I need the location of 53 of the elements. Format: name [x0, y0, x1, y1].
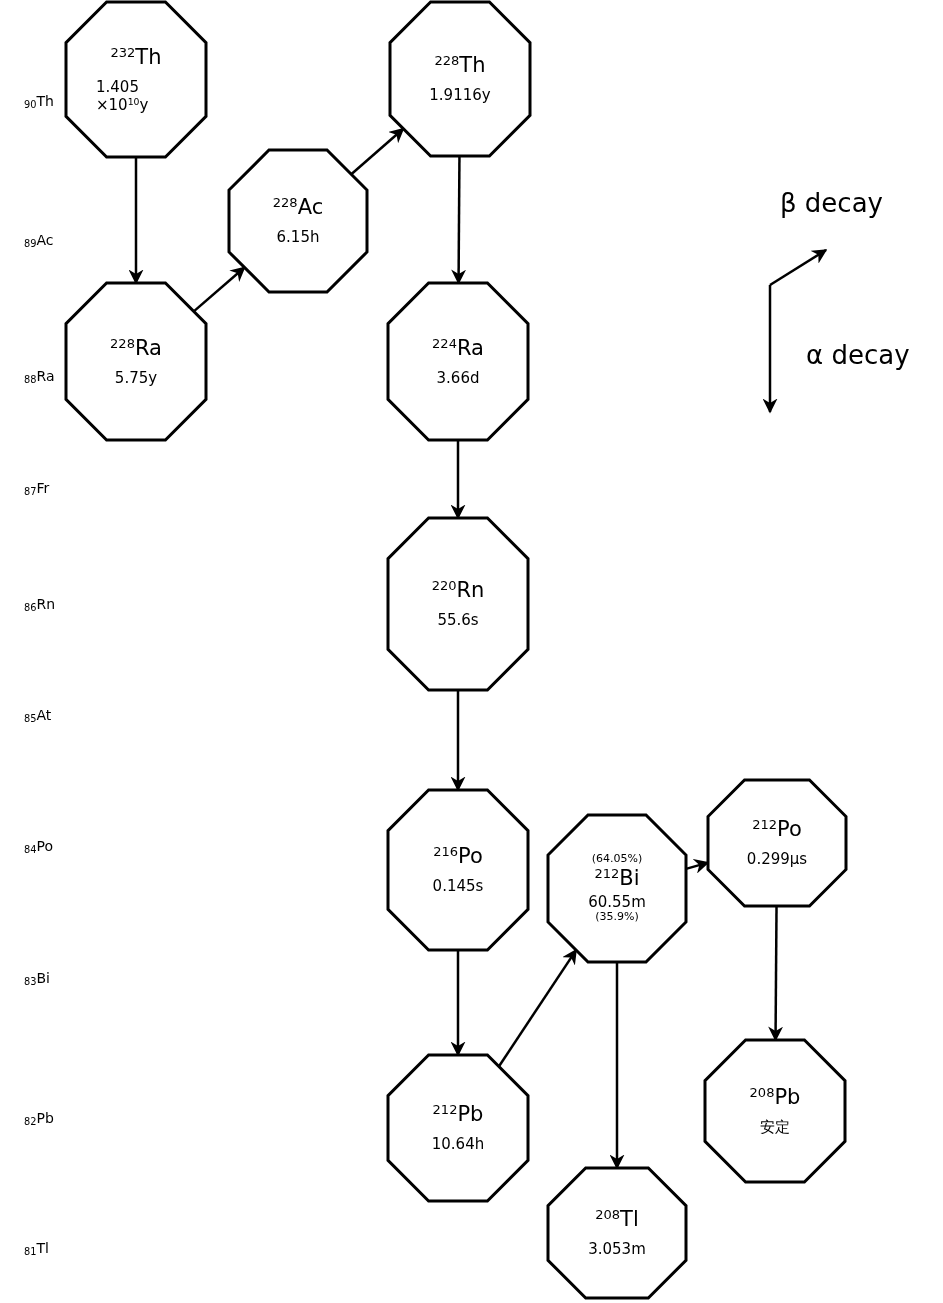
- element-row-label: $_{82}$Pb: [24, 1110, 54, 1126]
- decay-arrow: [497, 948, 578, 1068]
- half-life-label: 安定: [760, 1119, 790, 1137]
- nuclide-octagon: [388, 518, 528, 690]
- element-row-label: $_{86}$Rn: [24, 596, 56, 612]
- half-life-label: 55.6s: [437, 612, 479, 630]
- half-life-label: 0.145s: [432, 878, 484, 896]
- nuclide-label: $^{208}$Pb: [749, 1085, 801, 1110]
- nuclide-octagon: [708, 780, 846, 906]
- nuclide-octagon: [548, 815, 686, 962]
- nuclide-octagon: [390, 2, 530, 156]
- nuclide-octagon: [388, 790, 528, 950]
- nuclide-label: $^{220}$Rn: [431, 578, 485, 603]
- nuclide-octagon: [229, 150, 367, 292]
- nuclide-label: $^{228}$Th: [434, 53, 486, 78]
- half-life-label: 6.15h: [276, 229, 320, 247]
- element-row-label: $_{87}$Fr: [24, 480, 50, 496]
- nuclide-octagon: [548, 1168, 686, 1298]
- legend-label: β decay: [780, 188, 883, 218]
- nuclide-label: $^{228}$Ra: [110, 335, 162, 360]
- half-life-label: 60.55m: [588, 893, 646, 912]
- nuclide-octagon: [66, 283, 206, 440]
- half-life-label: 5.75y: [114, 369, 158, 388]
- half-life-label: 10.64h: [431, 1136, 485, 1154]
- element-row-label: $_{81}$Tl: [24, 1240, 49, 1256]
- nuclide-label: $^{212}$Pb: [432, 1102, 484, 1127]
- element-row-label: $_{88}$Ra: [24, 368, 55, 384]
- element-row-label: $_{85}$At: [24, 707, 52, 723]
- element-row-label: $_{89}$Ac: [24, 232, 54, 248]
- half-life-label: 1.405 ×10$^{10}$y: [96, 79, 150, 114]
- element-row-label: $_{84}$Po: [24, 838, 53, 854]
- decay-arrow: [350, 127, 405, 176]
- half-life-label: 3.66d: [436, 369, 480, 388]
- half-life-label: 3.053m: [588, 1241, 646, 1259]
- decay-arrow: [192, 266, 246, 313]
- nuclide-octagon: [388, 1055, 528, 1201]
- half-life-label: 1.9116y: [429, 87, 491, 105]
- nuclide-label: $^{212}$Po: [752, 817, 802, 842]
- nuclide-octagon: [705, 1040, 845, 1182]
- nuclide-octagon: [66, 2, 206, 157]
- element-row-label: $_{90}$Th: [24, 93, 54, 109]
- nuclide-label: $^{216}$Po: [433, 844, 483, 869]
- legend-label: α decay: [806, 340, 910, 370]
- branching-ratio-label: (64.05%): [591, 853, 643, 866]
- nuclide-label: $^{232}$Th: [110, 45, 162, 70]
- branching-ratio-label: (35.9%): [595, 911, 639, 924]
- nuclide-label: $^{224}$Ra: [432, 335, 484, 360]
- nuclide-label: $^{228}$Ac: [272, 195, 324, 220]
- nuclide-label: $^{212}$Bi: [594, 865, 640, 890]
- nuclide-octagon: [388, 283, 528, 440]
- half-life-label: 0.299μs: [746, 851, 808, 869]
- nuclide-label: $^{208}$Tl: [595, 1207, 639, 1232]
- element-row-label: $_{83}$Bi: [24, 970, 50, 986]
